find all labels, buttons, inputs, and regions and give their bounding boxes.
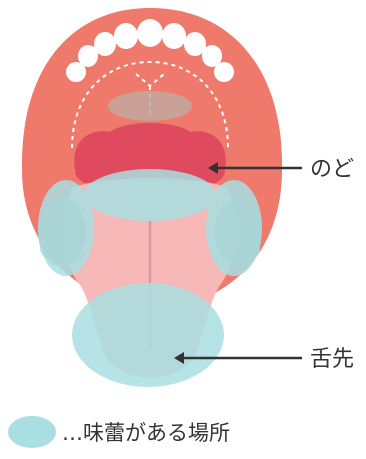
throat-label: のど: [310, 157, 354, 182]
soft-palate: [108, 91, 192, 121]
tongue-tip-label: 舌先: [310, 347, 354, 372]
taste-bud-swatch: [8, 416, 56, 448]
legend: …味蕾がある場所: [8, 416, 230, 448]
legend-text: …味蕾がある場所: [62, 417, 230, 447]
